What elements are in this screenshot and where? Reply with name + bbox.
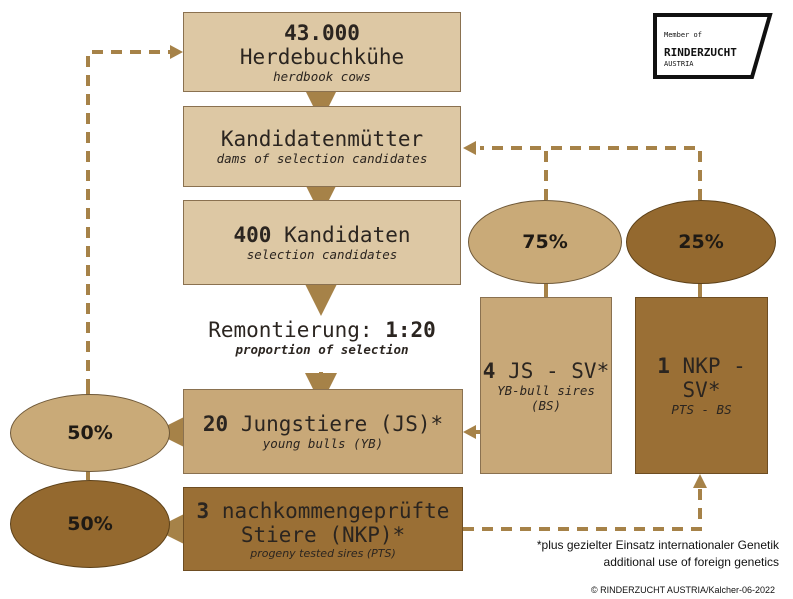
footnote: *plus gezielter Einsatz internationaler … [537,537,779,571]
young-bulls-count: 20 [202,412,229,436]
footnote-line-2: additional use of foreign genetics [603,555,779,569]
nkp-sv-title: NKP - SV* [682,354,746,402]
logo-austria: AUSTRIA [664,60,694,68]
nkp-sv-subtitle: PTS - BS [671,402,732,417]
js-sv-count: 4 [482,358,496,383]
candidates-subtitle: selection candidates [246,247,398,262]
copyright: © RINDERZUCHT AUSTRIA/Kalcher-06-2022 [590,585,775,595]
js-sv-subtitle-1: YB-bull sires [497,382,595,398]
herdbook-count: 43.000 [284,20,360,45]
logo-member-of: Member of [664,31,702,39]
candidates-title: Kandidaten [284,223,411,247]
young-bulls-title: Jungstiere (JS)* [240,412,444,436]
candidates-count: 400 [233,223,272,247]
young-bulls-subtitle: young bulls (YB) [262,436,384,451]
selection-candidates-box: 400 Kandidaten selection candidates [183,200,461,285]
share-50-upper-ellipse: 50% [10,394,170,472]
progeny-subtitle: progeny tested sires (PTS) [250,546,396,560]
dams-title: Kandidatenmütter [220,127,424,151]
share-25-ellipse: 25% [626,200,776,284]
selection-ratio: Remontierung: 1:20 proportion of selecti… [183,318,461,357]
remont-label: Remontierung: [208,318,373,342]
nkp-sv-count: 1 [657,354,670,378]
herdbook-cows-box: 43.000 Herdebuchkühe herdbook cows [183,12,461,92]
young-bulls-box: 20 Jungstiere (JS)* young bulls (YB) [183,389,463,474]
dams-subtitle: dams of selection candidates [216,151,428,166]
remont-ratio: 1:20 [385,318,436,342]
progeny-tested-box: 3 nachkommengeprüfte Stiere (NKP)* proge… [183,487,463,571]
logo-rinderzucht: RINDERZUCHT [664,46,737,59]
progeny-count: 3 [196,498,210,523]
rinderzucht-austria-logo: Member of RINDERZUCHT AUSTRIA [652,12,774,80]
yb-bull-sires-box: 4 JS - SV* YB-bull sires (BS) [480,297,612,474]
herdbook-title: Herdebuchkühe [239,44,405,69]
remont-subtitle: proportion of selection [235,342,409,357]
herdbook-subtitle: herdbook cows [273,68,371,84]
progeny-title-2: Stiere (NKP)* [240,522,406,547]
footnote-line-1: *plus gezielter Einsatz internationaler … [536,538,779,552]
js-sv-subtitle-2: (BS) [530,397,562,413]
share-50-lower-ellipse: 50% [10,480,170,568]
share-75-ellipse: 75% [468,200,622,284]
progeny-title-1: nachkommengeprüfte [221,498,450,523]
pts-bull-sires-box: 1 NKP - SV* PTS - BS [635,297,768,474]
candidate-dams-box: Kandidatenmütter dams of selection candi… [183,106,461,187]
js-sv-title: JS - SV* [508,358,610,383]
